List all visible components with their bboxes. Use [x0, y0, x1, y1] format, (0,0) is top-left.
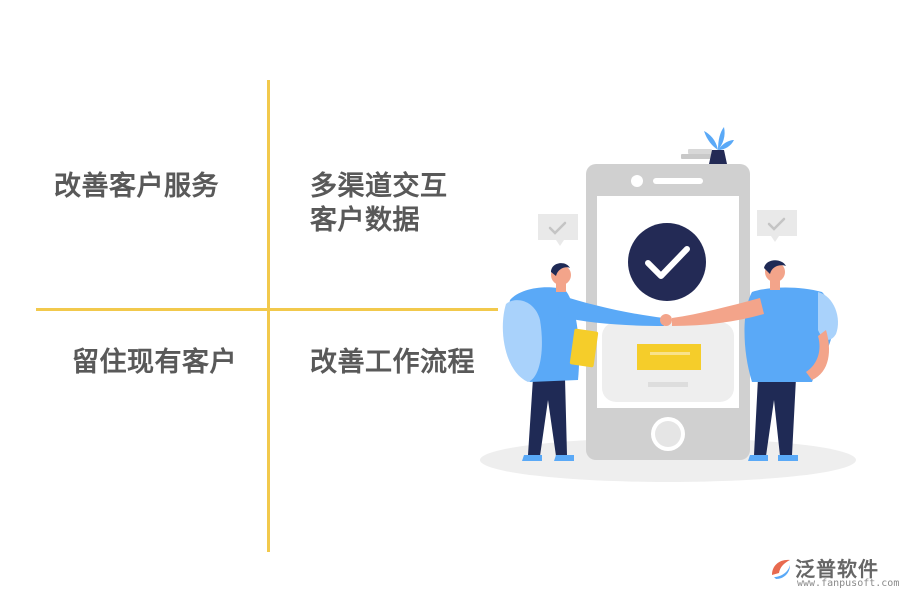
yellow-tag [637, 344, 701, 370]
label-retain-existing-customers: 留住现有客户 [72, 347, 237, 378]
right-person [672, 260, 838, 461]
chat-check-icon [757, 210, 797, 242]
plant-icon [681, 127, 734, 164]
label-customer-data: 客户数据 [310, 205, 420, 236]
label-improve-workflow: 改善工作流程 [310, 347, 475, 378]
label-improve-customer-service: 改善客户服务 [54, 171, 219, 202]
horizontal-divider [36, 308, 498, 311]
brand-logo[interactable]: 泛普软件 www.fanpusoft.com [768, 553, 900, 597]
label-multichannel-interaction: 多渠道交互 [310, 171, 448, 202]
chat-check-icon [538, 214, 578, 246]
check-icon [628, 223, 706, 301]
brand-url: www.fanpusoft.com [797, 578, 900, 589]
vertical-divider [267, 80, 270, 552]
handshake-phone-illustration [480, 127, 856, 482]
brand-name: 泛普软件 [795, 557, 879, 581]
logo-icon [772, 559, 790, 579]
left-person [502, 263, 672, 461]
